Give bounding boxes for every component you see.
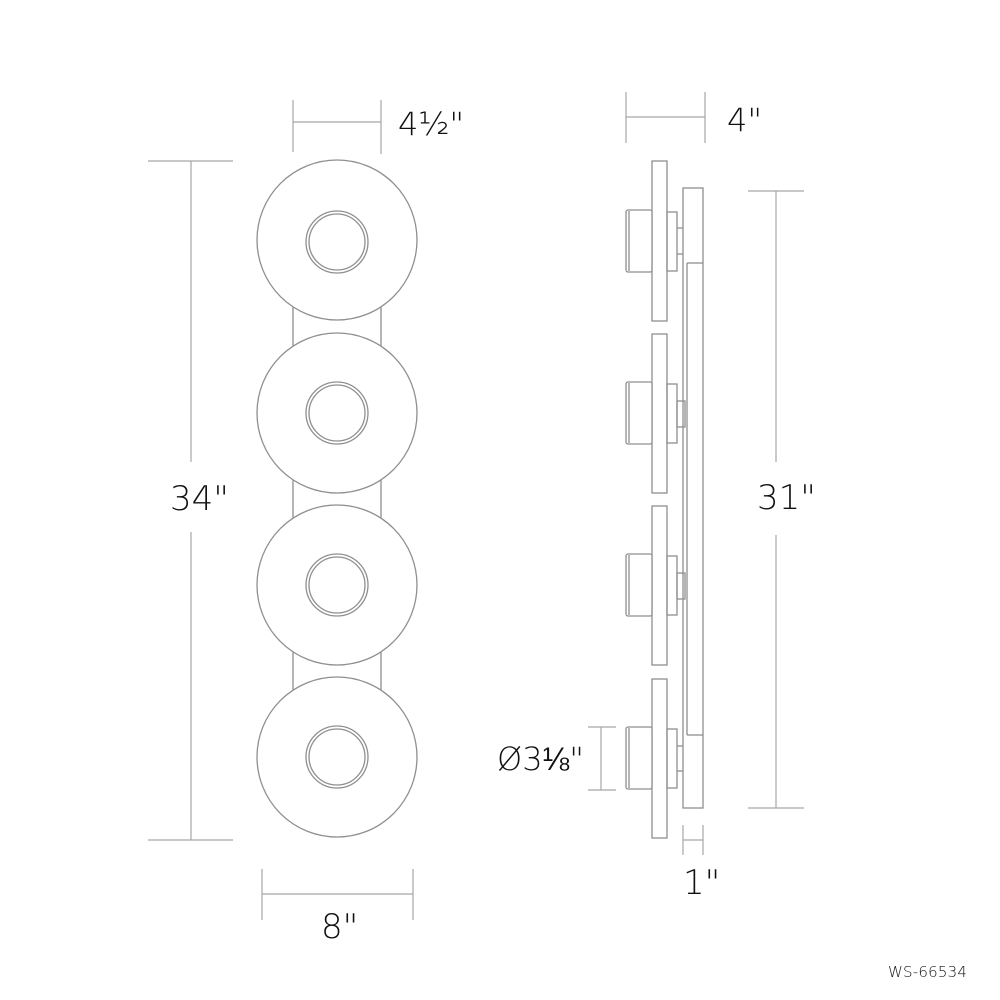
- front-shade-3: [256, 504, 418, 666]
- side-fixture-2: [625, 333, 686, 494]
- dim-line-backplate-height: [748, 190, 804, 809]
- backplate-height-label: 31": [757, 478, 816, 518]
- lens-diameter-label: Ø3⅛": [497, 740, 584, 778]
- dim-line-overall-height: [148, 160, 233, 841]
- side-fixture-3: [625, 505, 686, 666]
- side-fixture-1: [625, 160, 683, 322]
- side-backplate: [682, 187, 704, 809]
- side-fixture-4: [625, 678, 683, 839]
- overall-width-label: 8": [321, 907, 359, 947]
- backplate-depth-label: 1": [683, 863, 721, 903]
- front-shade-2: [256, 332, 418, 494]
- overall-height-label: 34": [170, 479, 229, 519]
- front-backplate: [292, 305, 382, 694]
- front-shade-1: [256, 159, 418, 321]
- overall-depth-label: 4": [727, 101, 763, 139]
- dim-line-shade-width: [292, 100, 382, 154]
- dim-line-backplate-depth: [682, 825, 704, 855]
- shade-width-label: 4½": [398, 105, 465, 143]
- model-number: WS-66534: [888, 963, 968, 981]
- dim-line-lens-diameter: [588, 726, 616, 791]
- dim-line-overall-depth: [625, 92, 706, 143]
- dim-line-overall-width: [261, 869, 414, 920]
- front-shade-4: [256, 676, 418, 838]
